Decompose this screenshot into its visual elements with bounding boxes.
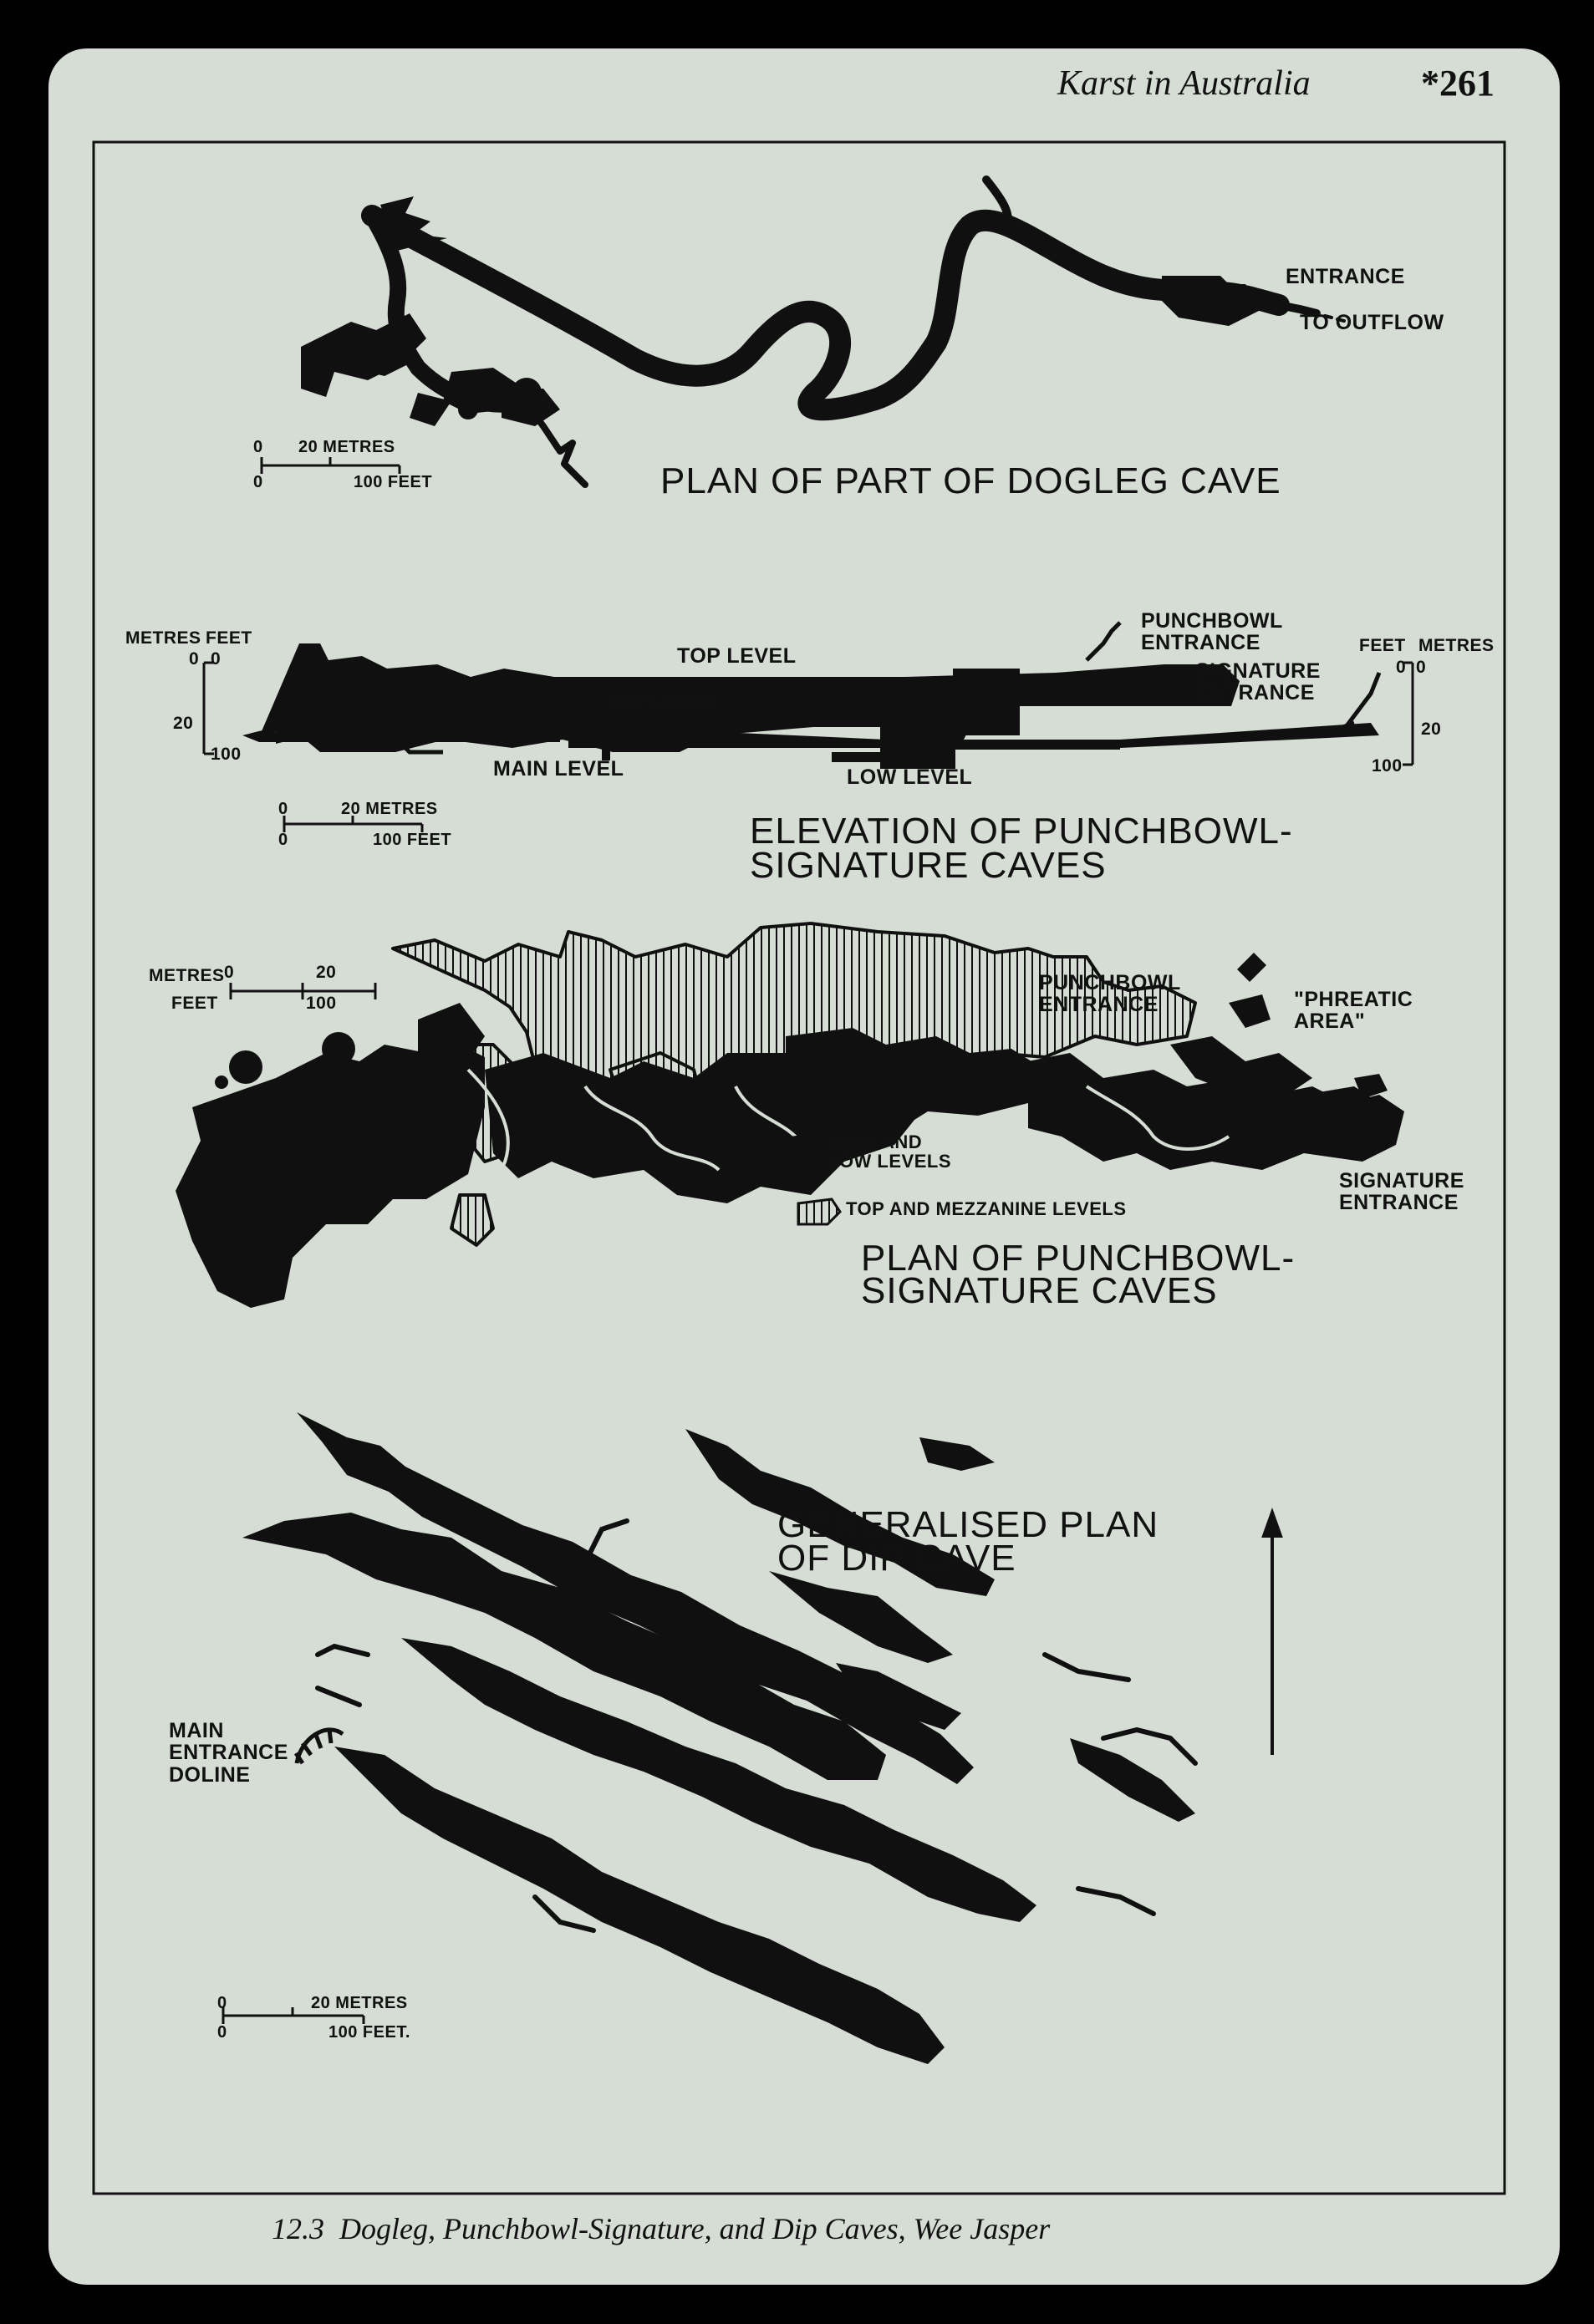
elev-left-f100: 100: [211, 745, 242, 764]
punchbowl-main-levels: [176, 953, 1404, 1308]
elev-right-f0: 0: [1396, 658, 1407, 677]
legend-top-swatch: [797, 1198, 842, 1226]
elev-scale-metres: 20 METRES: [341, 800, 438, 818]
elevation-profile: [242, 643, 1379, 769]
elev-scale-feet: 100 FEET: [373, 831, 452, 849]
elev-main-level: MAIN LEVEL: [493, 757, 624, 781]
book-title: Karst in Australia: [1057, 64, 1311, 103]
dogleg-outflow-label: TO OUTFLOW: [1300, 311, 1444, 334]
dip-scale-metres: 20 METRES: [311, 1994, 408, 2012]
pb-title-line2: SIGNATURE CAVES: [861, 1270, 1218, 1311]
pb-title-line1: PLAN OF PUNCHBOWL-: [861, 1238, 1296, 1279]
pb-legend-top-label: TOP AND MEZZANINE LEVELS: [846, 1198, 1127, 1219]
dogleg-scale-feet: 100 FEET: [354, 473, 433, 491]
elev-right-f100: 100: [1372, 756, 1403, 776]
dip-cave-passages: [242, 1412, 1195, 2064]
pb-scale-f100: 100: [306, 994, 337, 1013]
elev-left-m0: 0: [189, 649, 200, 669]
punchbowl-plan-scale: [229, 983, 377, 999]
pb-phreatic-area: "PHREATIC AREA": [1294, 988, 1413, 1034]
dogleg-title: PLAN OF PART OF DOGLEG CAVE: [660, 460, 1281, 501]
pb-scale-metres: METRES: [149, 966, 225, 985]
elev-scale-zero-top: 0: [278, 800, 288, 818]
dip-scale-zero-bottom: 0: [217, 2023, 227, 2042]
elev-low-level: LOW LEVEL: [847, 765, 973, 789]
pb-legend-main-label: MAIN AND LOW LEVELS: [828, 1131, 951, 1172]
elev-mezzanine: MEZZANINE: [606, 693, 717, 714]
elev-signature-entrance: SIGNATURE ENTRANCE: [1195, 659, 1321, 705]
pb-punchbowl-entrance: PUNCHBOWL ENTRANCE: [1039, 971, 1181, 1017]
elev-left-metres: METRES: [125, 628, 201, 648]
elev-punchbowl-entrance: PUNCHBOWL ENTRANCE: [1141, 609, 1283, 655]
dogleg-entrance-label: ENTRANCE: [1286, 265, 1405, 288]
dip-cave-spurs: [315, 1518, 1198, 1975]
elev-right-feet: FEET: [1359, 636, 1406, 655]
pb-scale-feet: FEET: [171, 994, 218, 1013]
dip-main-entrance: MAIN ENTRANCE DOLINE: [169, 1719, 288, 1787]
elev-top-level: TOP LEVEL: [677, 644, 797, 668]
elev-scale-zero-bottom: 0: [278, 831, 288, 849]
pb-signature-entrance: SIGNATURE ENTRANCE: [1339, 1169, 1464, 1215]
dip-scale-bar: [222, 2007, 365, 2024]
dip-scale-zero-top: 0: [217, 1994, 227, 2012]
dip-title-line1: GENERALISED PLAN: [777, 1504, 1159, 1545]
elev-left-m20: 20: [173, 714, 194, 733]
page-number: *261: [1421, 63, 1495, 104]
elev-right-m0: 0: [1416, 658, 1427, 677]
elev-right-m20: 20: [1421, 720, 1442, 739]
legend-main-swatch: [790, 1132, 836, 1166]
elev-right-metres: METRES: [1418, 636, 1495, 655]
punchbowl-plan-legend: [790, 1132, 842, 1226]
elev-left-f0: 0: [211, 649, 222, 669]
dogleg-scale-bar: [260, 457, 401, 474]
elev-title-line2: SIGNATURE CAVES: [750, 845, 1107, 886]
pb-scale-m0: 0: [224, 963, 235, 982]
dogleg-cave-blobs: [301, 196, 1262, 426]
dip-title-line2: OF DIP CAVE: [777, 1538, 1016, 1579]
dogleg-scale-zero-bottom: 0: [253, 473, 263, 491]
pb-scale-m20: 20: [316, 963, 337, 982]
figure-frame: [92, 140, 1506, 2195]
figure-caption: 12.3 Dogleg, Punchbowl-Signature, and Di…: [272, 2212, 1051, 2245]
elevation-axes: [202, 661, 1414, 832]
elevation-passage-lines: [250, 621, 1382, 755]
north-arrow: [1261, 1508, 1283, 1755]
dip-scale-feet: 100 FEET.: [328, 2023, 410, 2042]
elev-title-line1: ELEVATION OF PUNCHBOWL-: [750, 811, 1293, 852]
dip-entrance-doline: [293, 1727, 344, 1765]
elev-left-feet: FEET: [206, 628, 252, 648]
dogleg-scale-metres: 20 METRES: [298, 438, 395, 456]
dogleg-scale-zero-top: 0: [253, 438, 263, 456]
